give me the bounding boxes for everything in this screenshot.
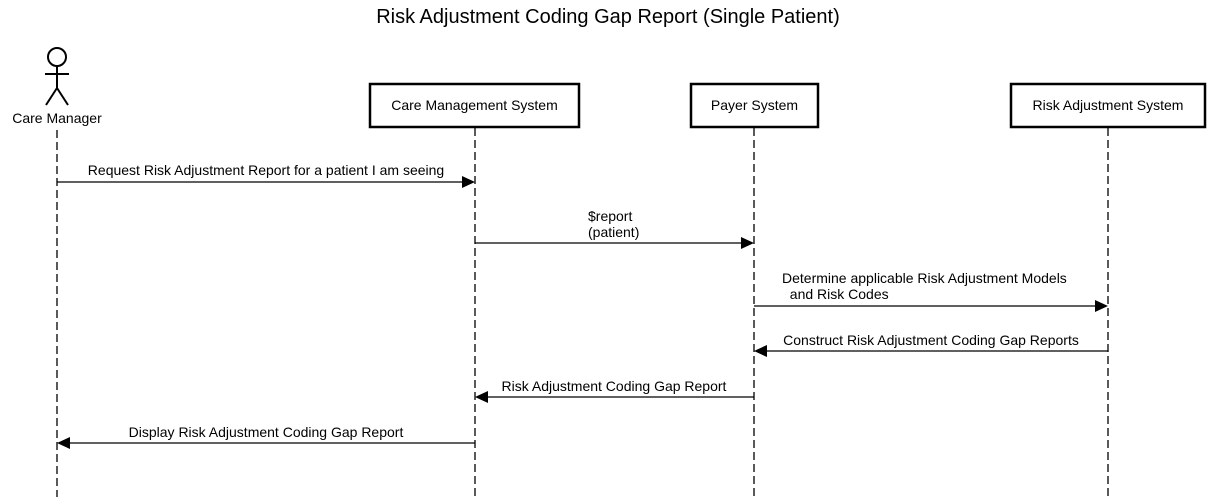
message-report-operation: $report (patient): [475, 208, 754, 249]
arrowhead-icon: [1095, 300, 1108, 312]
message-label-line-1: Determine applicable Risk Adjustment Mod…: [782, 270, 1067, 286]
actor-care-manager: Care Manager: [12, 47, 102, 126]
arrowhead-icon: [462, 176, 475, 188]
message-determine-models: Determine applicable Risk Adjustment Mod…: [754, 270, 1108, 312]
participant-risk-adjustment-system: Risk Adjustment System: [1009, 82, 1207, 129]
participant-label: Payer System: [711, 97, 798, 113]
participant-label: Risk Adjustment System: [1033, 97, 1184, 113]
actor-label: Care Manager: [12, 110, 102, 126]
message-request-report: Request Risk Adjustment Report for a pat…: [57, 162, 475, 188]
message-label: Display Risk Adjustment Coding Gap Repor…: [129, 424, 404, 440]
arrowhead-icon: [475, 391, 488, 403]
arrowhead-icon: [57, 437, 70, 449]
participant-care-management-system: Care Management System: [368, 82, 581, 129]
participant-payer-system: Payer System: [689, 82, 820, 129]
message-label: Risk Adjustment Coding Gap Report: [502, 378, 727, 394]
diagram-title: Risk Adjustment Coding Gap Report (Singl…: [376, 6, 840, 28]
message-label-line-1: $report: [588, 208, 632, 224]
participant-label: Care Management System: [391, 97, 558, 113]
message-label: Construct Risk Adjustment Coding Gap Rep…: [783, 332, 1079, 348]
message-label: Request Risk Adjustment Report for a pat…: [88, 162, 444, 178]
message-label-line-2: and Risk Codes: [782, 286, 889, 302]
message-construct-reports: Construct Risk Adjustment Coding Gap Rep…: [754, 332, 1108, 357]
arrowhead-icon: [754, 345, 767, 357]
arrowhead-icon: [741, 237, 754, 249]
message-gap-report: Risk Adjustment Coding Gap Report: [475, 378, 754, 403]
message-display-report: Display Risk Adjustment Coding Gap Repor…: [57, 424, 475, 449]
message-label-line-2: (patient): [588, 224, 639, 240]
stick-figure-icon: [45, 47, 69, 106]
